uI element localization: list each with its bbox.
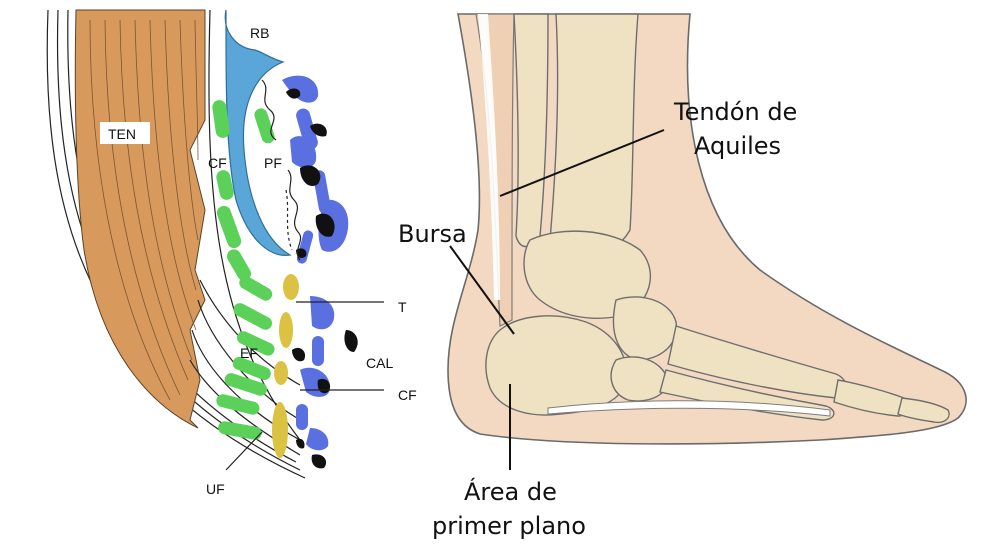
label-cf-lower: CF xyxy=(398,387,417,403)
label-cf-upper: CF xyxy=(208,155,227,171)
histology-panel: TEN RB xyxy=(47,10,416,497)
retrocalcaneal-bursa xyxy=(225,10,290,255)
label-uf: UF xyxy=(206,481,225,497)
label-footprint-1: Área de xyxy=(464,477,557,506)
cartilage-patches xyxy=(272,274,299,458)
foot-anatomy-panel: Tendón de Aquiles Bursa Área de primer p… xyxy=(398,14,966,540)
label-ef: EF xyxy=(240,345,258,361)
label-t: T xyxy=(398,299,407,315)
tibia xyxy=(550,14,638,255)
label-achilles-2: Aquiles xyxy=(694,132,781,160)
label-ten: TEN xyxy=(108,126,136,142)
label-pf: PF xyxy=(264,155,282,171)
label-bursa: Bursa xyxy=(398,220,467,248)
label-footprint-2: primer plano xyxy=(432,512,586,540)
label-rb: RB xyxy=(250,25,269,41)
achilles-tendon-tissue xyxy=(75,10,205,428)
label-cal: CAL xyxy=(366,355,393,371)
label-achilles-1: Tendón de xyxy=(673,98,797,126)
